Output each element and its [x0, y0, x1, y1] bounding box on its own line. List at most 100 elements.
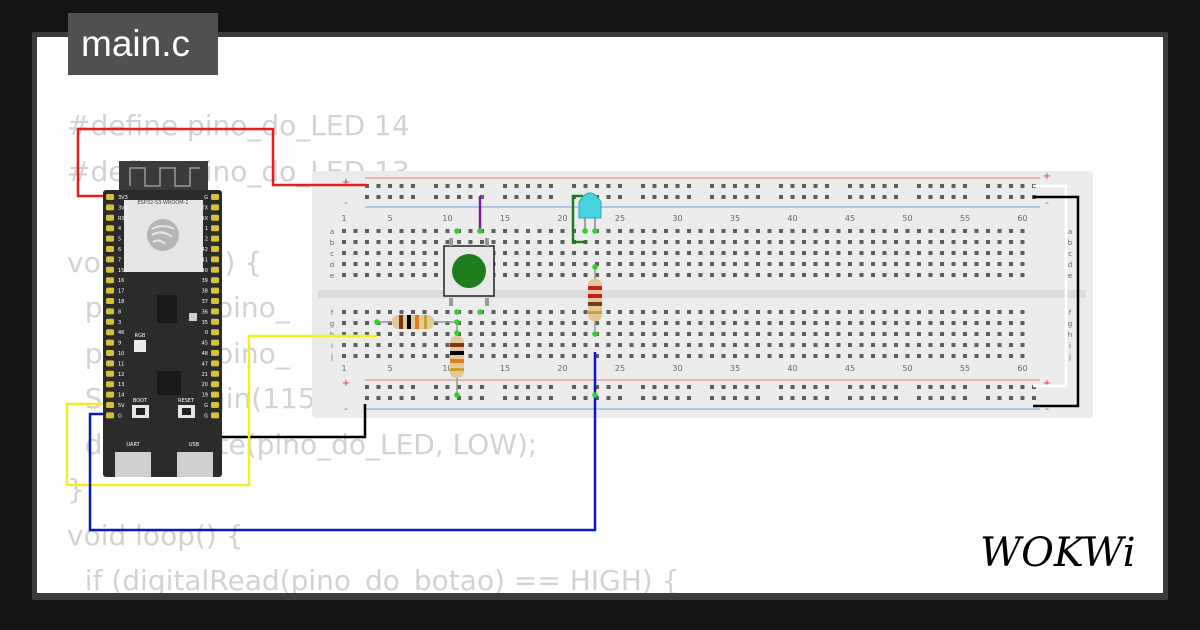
- breadboard-hole[interactable]: [468, 332, 473, 336]
- breadboard-hole[interactable]: [733, 343, 737, 347]
- board-pin-right[interactable]: [211, 318, 219, 325]
- breadboard-hole[interactable]: [687, 273, 691, 277]
- board-pin-left[interactable]: [106, 204, 114, 211]
- breadboard-hole[interactable]: [411, 240, 415, 244]
- breadboard-hole[interactable]: [549, 332, 553, 336]
- breadboard-hole[interactable]: [802, 262, 806, 266]
- breadboard-hole[interactable]: [549, 262, 553, 266]
- rail-hole[interactable]: [664, 396, 668, 400]
- breadboard-hole[interactable]: [342, 310, 346, 314]
- breadboard-hole[interactable]: [572, 273, 576, 277]
- breadboard-hole[interactable]: [951, 273, 956, 277]
- rail-hole[interactable]: [986, 184, 990, 188]
- rail-hole[interactable]: [526, 195, 530, 199]
- breadboard-hole[interactable]: [445, 332, 450, 336]
- breadboard-hole[interactable]: [422, 332, 427, 336]
- breadboard-hole[interactable]: [618, 251, 622, 255]
- breadboard-hole[interactable]: [652, 343, 657, 347]
- breadboard-hole[interactable]: [894, 332, 898, 336]
- breadboard-hole[interactable]: [859, 229, 864, 233]
- breadboard-hole[interactable]: [986, 310, 990, 314]
- breadboard-hole[interactable]: [434, 343, 438, 347]
- breadboard-hole[interactable]: [606, 251, 611, 255]
- breadboard-hole[interactable]: [917, 240, 921, 244]
- breadboard-hole[interactable]: [560, 321, 565, 325]
- board-pin-left[interactable]: [106, 412, 114, 419]
- board-pin-right[interactable]: [211, 308, 219, 315]
- rail-hole[interactable]: [1032, 396, 1036, 400]
- rail-hole[interactable]: [721, 195, 726, 199]
- rail-hole[interactable]: [997, 385, 1002, 389]
- breadboard-hole[interactable]: [733, 262, 737, 266]
- breadboard-hole[interactable]: [848, 321, 852, 325]
- breadboard-hole[interactable]: [836, 262, 841, 266]
- breadboard-hole[interactable]: [606, 343, 611, 347]
- rail-hole[interactable]: [710, 396, 714, 400]
- breadboard-hole[interactable]: [675, 321, 680, 325]
- breadboard-hole[interactable]: [756, 354, 760, 358]
- breadboard-hole[interactable]: [986, 321, 990, 325]
- breadboard-hole[interactable]: [917, 332, 921, 336]
- led-component[interactable]: [578, 192, 602, 230]
- rail-hole[interactable]: [963, 385, 967, 389]
- breadboard-hole[interactable]: [572, 251, 576, 255]
- rail-hole[interactable]: [859, 396, 864, 400]
- breadboard-hole[interactable]: [342, 251, 346, 255]
- breadboard-hole[interactable]: [951, 343, 956, 347]
- rail-hole[interactable]: [710, 195, 714, 199]
- board-pin-left[interactable]: [106, 391, 114, 398]
- breadboard-hole[interactable]: [917, 262, 921, 266]
- rail-hole[interactable]: [675, 184, 680, 188]
- breadboard-hole[interactable]: [514, 251, 519, 255]
- rail-hole[interactable]: [986, 195, 990, 199]
- rail-hole[interactable]: [802, 195, 806, 199]
- rail-hole[interactable]: [434, 184, 438, 188]
- breadboard-hole[interactable]: [917, 343, 921, 347]
- breadboard-hole[interactable]: [813, 310, 818, 314]
- breadboard-hole[interactable]: [687, 354, 691, 358]
- rail-hole[interactable]: [687, 184, 691, 188]
- breadboard-hole[interactable]: [1009, 321, 1013, 325]
- breadboard-hole[interactable]: [790, 332, 795, 336]
- breadboard-hole[interactable]: [664, 229, 668, 233]
- breadboard-hole[interactable]: [526, 321, 530, 325]
- breadboard-hole[interactable]: [940, 343, 944, 347]
- breadboard-hole[interactable]: [514, 332, 519, 336]
- breadboard-hole[interactable]: [468, 321, 473, 325]
- breadboard-hole[interactable]: [537, 273, 542, 277]
- rail-hole[interactable]: [733, 396, 737, 400]
- rail-hole[interactable]: [388, 385, 392, 389]
- rail-hole[interactable]: [468, 396, 473, 400]
- rail-hole[interactable]: [514, 184, 519, 188]
- rail-hole[interactable]: [388, 184, 392, 188]
- breadboard-hole[interactable]: [848, 310, 852, 314]
- breadboard-hole[interactable]: [928, 354, 933, 358]
- breadboard-hole[interactable]: [986, 332, 990, 336]
- breadboard-hole[interactable]: [905, 273, 910, 277]
- breadboard-hole[interactable]: [388, 251, 392, 255]
- breadboard-hole[interactable]: [537, 310, 542, 314]
- breadboard-hole[interactable]: [514, 354, 519, 358]
- board-pin-right[interactable]: [211, 370, 219, 377]
- breadboard-hole[interactable]: [652, 273, 657, 277]
- breadboard-hole[interactable]: [871, 273, 875, 277]
- breadboard-hole[interactable]: [928, 262, 933, 266]
- breadboard-hole[interactable]: [491, 310, 496, 314]
- breadboard-hole[interactable]: [767, 251, 772, 255]
- rail-hole[interactable]: [503, 385, 507, 389]
- rail-hole[interactable]: [756, 195, 760, 199]
- rail-hole[interactable]: [917, 195, 921, 199]
- board-pin-left[interactable]: [106, 402, 114, 408]
- breadboard-hole[interactable]: [422, 343, 427, 347]
- breadboard-hole[interactable]: [664, 251, 668, 255]
- breadboard-hole[interactable]: [698, 332, 703, 336]
- rail-hole[interactable]: [940, 385, 944, 389]
- breadboard-hole[interactable]: [572, 332, 576, 336]
- breadboard-hole[interactable]: [882, 354, 887, 358]
- breadboard-hole[interactable]: [549, 229, 553, 233]
- rail-hole[interactable]: [813, 396, 818, 400]
- rail-hole[interactable]: [859, 195, 864, 199]
- rail-hole[interactable]: [664, 385, 668, 389]
- breadboard-hole[interactable]: [422, 240, 427, 244]
- breadboard-hole[interactable]: [365, 354, 369, 358]
